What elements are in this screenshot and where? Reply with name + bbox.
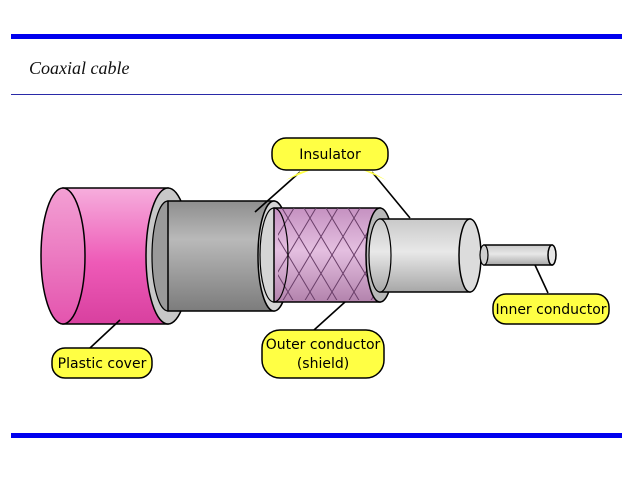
insulator-dielectric: [368, 218, 482, 293]
leader-lines: [89, 171, 549, 349]
leader-plastic-cover: [89, 319, 121, 349]
leader-outer-conductor: [313, 301, 346, 331]
callout-outer-conductor: Outer conductor (shield): [261, 329, 385, 379]
inner-conductor-wire: [479, 244, 557, 266]
callout-plastic-cover: Plastic cover: [51, 347, 153, 379]
callout-plastic-cover-label: Plastic cover: [58, 356, 147, 372]
title-underline: [11, 94, 622, 95]
callout-outer-conductor-label-line1: Outer conductor: [266, 337, 381, 353]
bottom-rule: [11, 433, 622, 438]
leader-insulator-right: [371, 171, 411, 219]
top-rule: [11, 34, 622, 39]
callout-inner-conductor: Inner conductor: [492, 293, 610, 325]
leader-inner-conductor: [534, 264, 549, 294]
callout-insulator: Insulator: [271, 137, 389, 180]
leader-insulator-left: [254, 171, 301, 213]
callout-outer-conductor-label-line2: (shield): [297, 356, 349, 372]
callout-inner-conductor-label: Inner conductor: [495, 302, 606, 318]
callout-insulator-label: Insulator: [299, 147, 361, 163]
outer-gray-layer: [167, 200, 291, 312]
slide-title: Coaxial cable: [29, 58, 130, 78]
